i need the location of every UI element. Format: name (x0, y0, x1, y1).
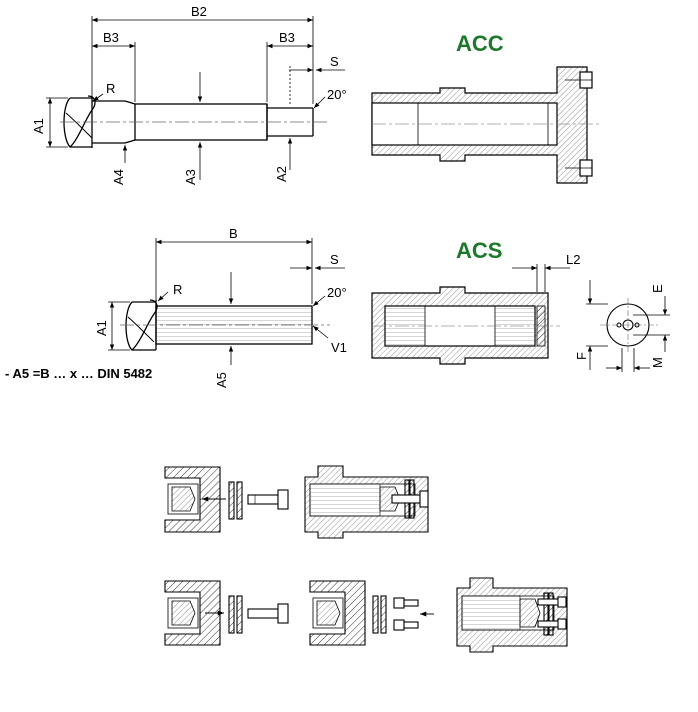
acc-shaft-dimensions (46, 16, 345, 180)
acc-dim-a2: A2 (274, 166, 289, 182)
acc-title: ACC (456, 31, 504, 56)
acs-dim-b: B (229, 226, 238, 241)
acs-dim-l2: L2 (566, 252, 580, 267)
acs-title: ACS (456, 238, 502, 263)
acc-shaft-drawing (60, 95, 330, 148)
assembly-row-2 (164, 577, 568, 653)
acc-dim-r: R (106, 81, 115, 96)
acs-shaft-drawing (120, 299, 330, 351)
acc-dim-a1: A1 (31, 118, 46, 134)
acc-dim-a4: A4 (111, 169, 126, 185)
acc-dim-b3-right: B3 (279, 30, 295, 45)
end-view-dimensions (586, 280, 670, 372)
acc-dim-b2: B2 (191, 4, 207, 19)
acc-dim-angle: 20° (327, 87, 347, 102)
end-view-dim-f: F (574, 352, 589, 360)
end-view-dim-m: M (650, 357, 665, 368)
acs-shaft-dimensions (108, 238, 345, 365)
spline-note: - A5 =B … x … DIN 5482 (5, 366, 152, 381)
acs-dim-s: S (330, 252, 339, 267)
acs-coupling-dimensions (512, 264, 570, 292)
assembly-row-1 (164, 465, 429, 539)
acs-dim-angle: 20° (327, 285, 347, 300)
acc-coupling-drawing (371, 66, 600, 184)
acs-dim-v1: V1 (331, 340, 347, 355)
acc-dim-b3-left: B3 (103, 30, 119, 45)
acs-dim-a5: A5 (214, 372, 229, 388)
end-view-drawing (600, 298, 660, 352)
acs-coupling-drawing (371, 286, 560, 365)
end-view-dim-e: E (650, 284, 665, 293)
acs-dim-a1: A1 (94, 320, 109, 336)
acc-dim-a3: A3 (183, 169, 198, 185)
acc-dim-s: S (330, 54, 339, 69)
acs-dim-r: R (173, 282, 182, 297)
